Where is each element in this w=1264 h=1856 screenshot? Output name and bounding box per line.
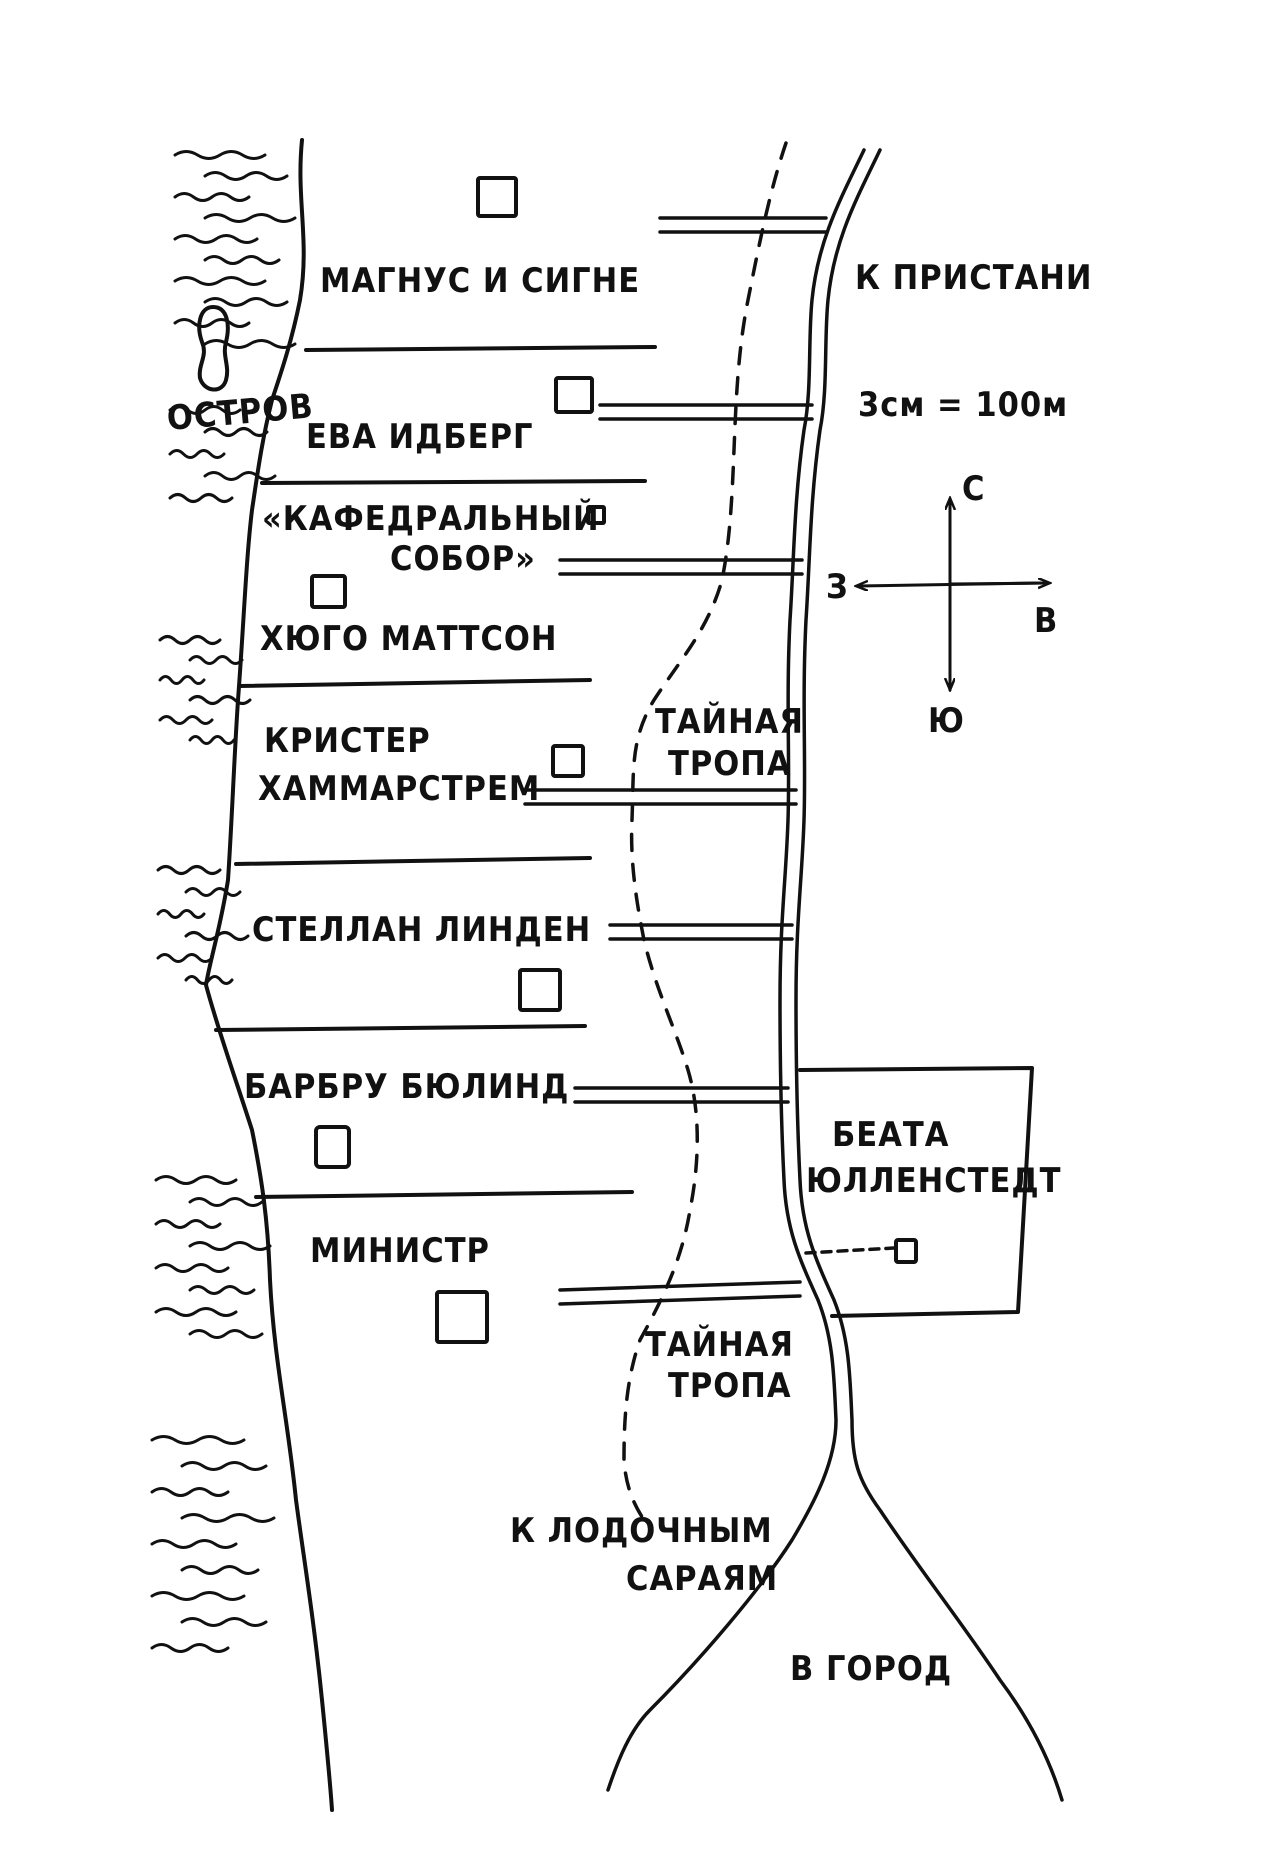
water-wave — [188, 735, 236, 745]
water-wave — [154, 1219, 222, 1229]
secret-path — [622, 141, 788, 1530]
water-wave — [158, 635, 222, 645]
label-stellan-linden: СТЕЛЛАН ЛИНДЕН — [252, 910, 591, 950]
house-icon — [554, 376, 594, 414]
water-wave — [188, 1197, 264, 1207]
water-wave — [188, 655, 244, 665]
label-cathedral-line1: «КАФЕДРАЛЬНЫЙ — [262, 498, 600, 539]
label-island: ОСТРОВ — [165, 386, 315, 439]
water-wave — [203, 427, 269, 437]
label-krister-line2: ХАММАРСТРЕМ — [258, 769, 540, 809]
label-scale: 3см = 100м — [858, 385, 1068, 425]
main-road — [606, 148, 1064, 1802]
water-wave — [188, 1241, 272, 1251]
label-secret-path-2-line1: ТАЙНАЯ — [645, 1324, 794, 1365]
shoreline — [204, 138, 334, 1812]
label-eva-idberg: ЕВА ИДБЕРГ — [306, 417, 533, 457]
label-barbru-bulind: БАРБРУ БЮЛИНД — [244, 1067, 569, 1107]
label-to-town: В ГОРОД — [790, 1649, 952, 1689]
water-wave — [180, 1513, 276, 1523]
house-icon — [586, 505, 606, 525]
label-secret-path-2-line2: ТРОПА — [668, 1366, 792, 1406]
water-wave — [154, 1175, 238, 1185]
water-wave — [156, 909, 206, 919]
water-wave — [203, 339, 297, 349]
label-hugo-mattson: ХЮГО МАТТСОН — [260, 619, 558, 659]
water-wave — [154, 1307, 238, 1317]
water-wave — [203, 297, 289, 307]
water-wave — [203, 213, 297, 223]
water-wave — [158, 715, 214, 725]
label-magnus-signe: МАГНУС И СИГНЕ — [320, 261, 640, 301]
water-wave — [150, 1591, 246, 1601]
water-wave — [188, 695, 252, 705]
compass-west-label: З — [826, 567, 849, 607]
water-wave — [188, 1285, 256, 1295]
house-icon — [518, 968, 562, 1012]
water-wave — [173, 276, 267, 286]
label-cathedral-line2: СОБОР» — [390, 539, 536, 579]
label-minister: МИНИСТР — [310, 1231, 490, 1271]
water-wave — [180, 1565, 260, 1575]
water-wave — [173, 192, 251, 202]
map-labels: МАГНУС И СИГНЕ К ПРИСТАНИ ОСТРОВ ЕВА ИДБ… — [165, 258, 1092, 1689]
water-wave — [184, 887, 242, 897]
house-icon — [314, 1125, 351, 1169]
water-wave — [180, 1461, 268, 1471]
beata-plot-boundary — [798, 1066, 1034, 1318]
water-wave — [150, 1435, 246, 1445]
water-wave — [173, 318, 251, 328]
house-icon — [551, 744, 585, 778]
houses — [310, 176, 918, 1344]
island-icon — [197, 305, 230, 392]
label-secret-path-1-line2: ТРОПА — [668, 744, 792, 784]
water-wave — [188, 1329, 264, 1339]
label-beata-line1: БЕАТА — [832, 1115, 949, 1155]
water-wave — [173, 234, 259, 244]
water-wave — [203, 255, 281, 265]
compass-east-label: В — [1034, 601, 1058, 641]
label-to-pier: К ПРИСТАНИ — [855, 258, 1092, 298]
water-wave — [156, 865, 222, 875]
water-wave — [180, 1617, 268, 1627]
label-krister-line1: КРИСТЕР — [264, 721, 431, 761]
water-wave — [168, 493, 234, 503]
water-wave — [168, 405, 242, 415]
water-wave — [173, 150, 267, 160]
water-wave — [150, 1487, 230, 1497]
water-wave — [150, 1539, 238, 1549]
water-wave — [158, 675, 206, 685]
water-wave — [203, 471, 277, 481]
house-icon — [435, 1290, 489, 1344]
house-icon — [476, 176, 518, 218]
water-wave — [150, 1643, 230, 1653]
water-wave — [184, 975, 234, 985]
label-secret-path-1-line1: ТАЙНАЯ — [655, 701, 804, 742]
house-icon — [310, 574, 347, 609]
label-beata-line2: ЮЛЛЕНСТЕДТ — [806, 1161, 1062, 1201]
label-to-boathouses-line2: САРАЯМ — [626, 1559, 778, 1599]
water-wave — [154, 1263, 230, 1273]
property-boundaries — [214, 345, 657, 1199]
water-wave — [203, 171, 289, 181]
label-to-boathouses-line1: К ЛОДОЧНЫМ — [510, 1511, 773, 1551]
house-icon — [894, 1238, 918, 1264]
water-wave — [168, 449, 226, 459]
compass-north-label: С — [962, 469, 985, 509]
beata-secret-link — [804, 1246, 896, 1255]
compass-rose-icon — [858, 500, 1048, 690]
compass-south-label: Ю — [928, 701, 965, 741]
water-wave — [156, 953, 214, 963]
